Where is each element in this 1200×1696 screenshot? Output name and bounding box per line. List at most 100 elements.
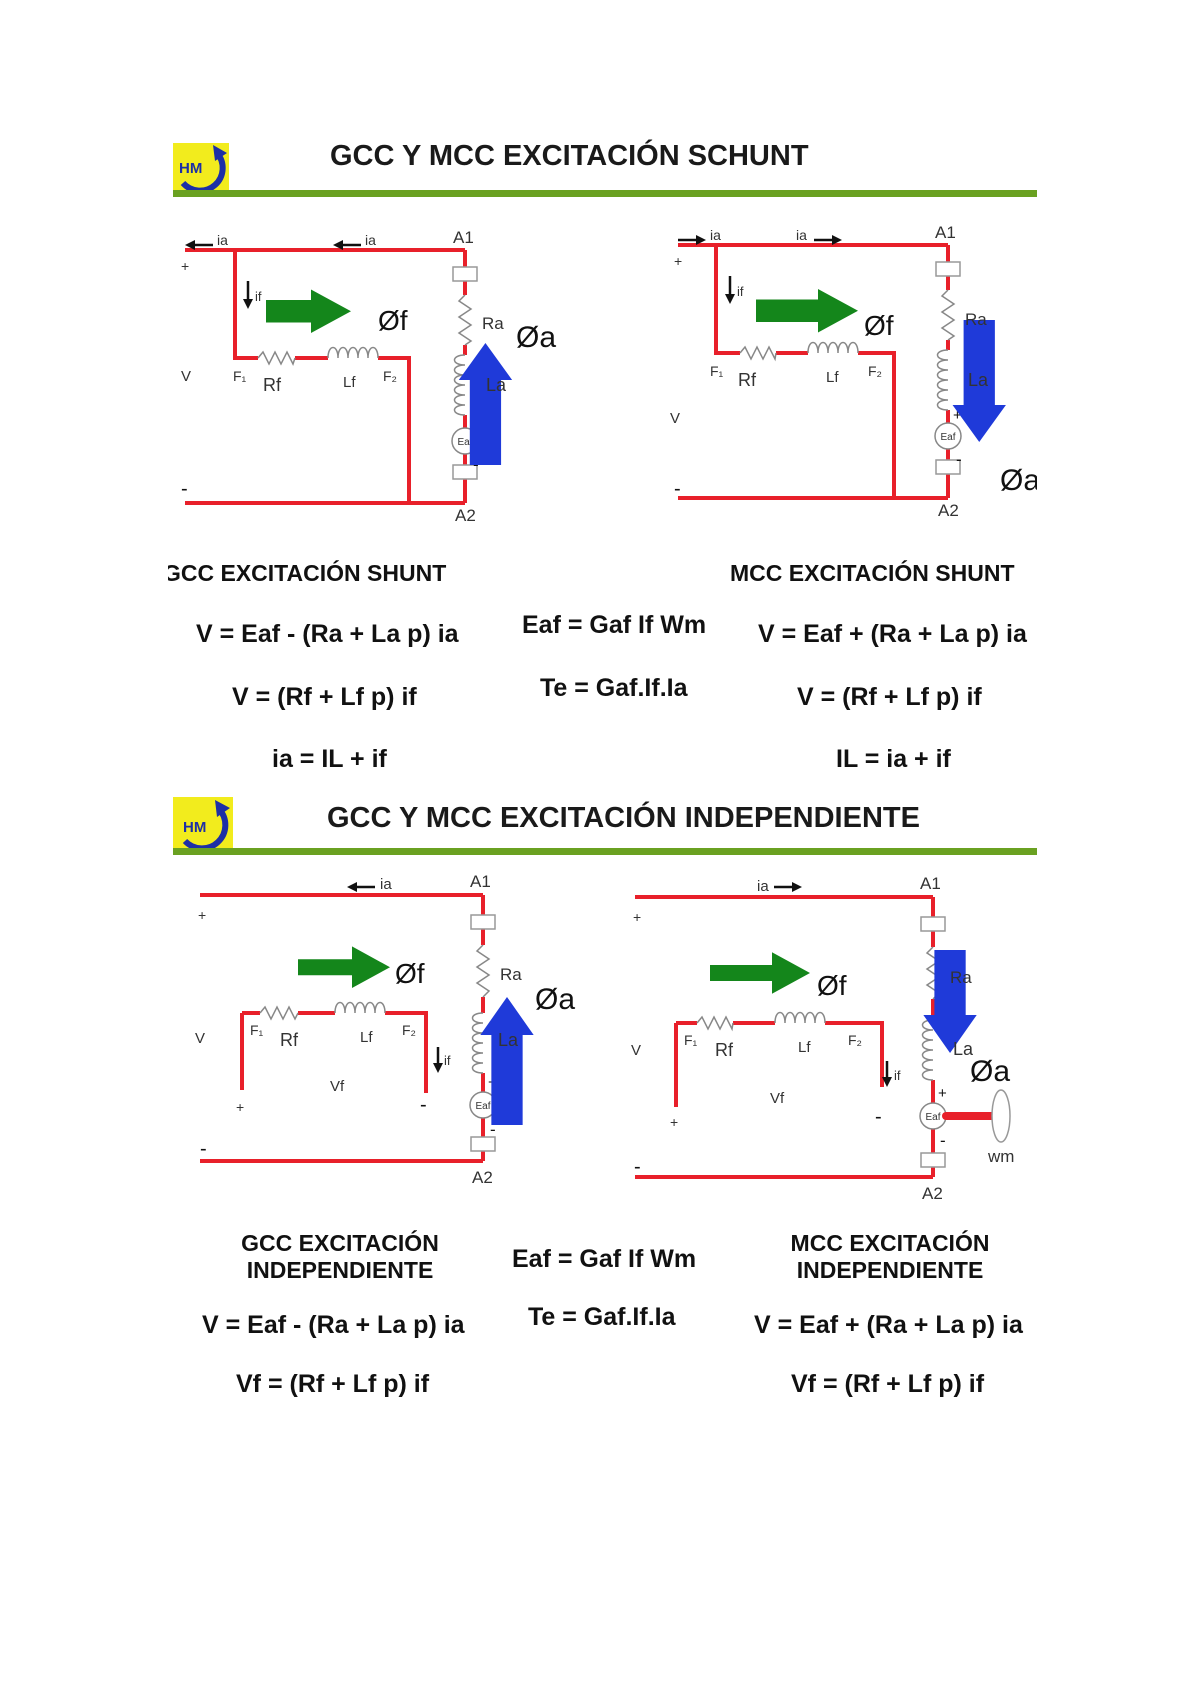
- svg-text:Øa: Øa: [970, 1055, 1010, 1088]
- circuit-gcc-indep: Eaf + - ia if Øf Øa + V - A1 A2 Ra La F₁…: [195, 872, 575, 1187]
- eq-gen-shunt-2: V = (Rf + Lf p) if: [232, 683, 417, 711]
- la-inductor: [921, 1019, 934, 1081]
- caption-gcc-indep-line2: INDEPENDIENTE: [246, 1257, 434, 1283]
- svg-text:-: -: [956, 450, 962, 469]
- brush-bottom: [920, 1152, 946, 1168]
- caption-mcc-indep-line1: MCC EXCITACIÓN: [790, 1230, 990, 1256]
- svg-text:Eaf: Eaf: [475, 1101, 490, 1112]
- svg-text:ia: ia: [710, 227, 721, 243]
- svg-text:Øa: Øa: [516, 321, 556, 354]
- svg-text:A2: A2: [472, 1168, 493, 1187]
- svg-text:F₂: F₂: [402, 1022, 416, 1038]
- circuit-mcc-indep: Eaf + - ia if Øf Øa + V - A1 A2 Ra La F₁…: [631, 874, 1014, 1203]
- eq-mid-shunt-1: Eaf = Gaf If Wm: [522, 611, 707, 639]
- brush-top: [935, 261, 961, 277]
- svg-text:-: -: [181, 478, 188, 500]
- svg-text:if: if: [894, 1068, 901, 1083]
- svg-text:Vf: Vf: [330, 1078, 345, 1095]
- eq-mid-shunt-2: Te = Gaf.If.Ia: [540, 674, 688, 702]
- hm-logo-icon: HM: [182, 800, 230, 852]
- svg-text:Lf: Lf: [826, 369, 839, 386]
- svg-text:+: +: [938, 1085, 947, 1102]
- svg-text:wm: wm: [987, 1147, 1014, 1166]
- svg-text:Lf: Lf: [343, 374, 356, 391]
- svg-text:A1: A1: [470, 872, 491, 891]
- svg-text:Øf: Øf: [395, 958, 425, 989]
- svg-text:A2: A2: [922, 1184, 943, 1203]
- eaf-source: [934, 422, 962, 450]
- svg-text:La: La: [953, 1039, 974, 1059]
- flux-field-arrow: [298, 946, 390, 988]
- svg-text:A2: A2: [938, 501, 959, 520]
- flux-field-arrow: [266, 289, 351, 333]
- eq-mot-shunt-2: V = (Rf + Lf p) if: [797, 683, 982, 711]
- svg-text:+: +: [670, 1114, 678, 1130]
- ra-resistor: [457, 294, 473, 346]
- svg-text:ia: ia: [757, 878, 769, 895]
- circuit-mcc-shunt-clip: Eaf + - ia ia if Øf Øa + V - A1 A2 Ra La…: [668, 210, 1037, 540]
- svg-text:-: -: [875, 1106, 882, 1128]
- eq-mot-indep-1: V = Eaf + (Ra + La p) ia: [754, 1311, 1023, 1339]
- svg-text:Rf: Rf: [738, 370, 757, 390]
- caption-mcc-shunt: MCC EXCITACIÓN SHUNT: [730, 560, 1015, 586]
- svg-text:A1: A1: [453, 228, 474, 247]
- svg-text:HM: HM: [179, 160, 202, 177]
- caption-clip: GCC EXCITACIÓN SHUNT: [168, 560, 508, 596]
- svg-text:+: +: [633, 909, 641, 925]
- lf-inductor: [774, 1011, 826, 1024]
- svg-text:V: V: [670, 410, 680, 427]
- svg-text:ia: ia: [217, 232, 228, 248]
- eq-clip: V = Eaf + (Ra + La p) ia: [758, 620, 1037, 656]
- svg-text:A1: A1: [935, 223, 956, 242]
- rotor-disk: [991, 1089, 1011, 1143]
- eq-gen-shunt-3: ia = IL + if: [272, 745, 387, 773]
- svg-text:Ra: Ra: [965, 310, 987, 329]
- eq-gen-indep-2: Vf = (Rf + Lf p) if: [236, 1370, 430, 1398]
- svg-text:F₂: F₂: [848, 1032, 862, 1048]
- eq-mid-indep-1: Eaf = Gaf If Wm: [512, 1245, 697, 1273]
- svg-text:F₁: F₁: [233, 368, 247, 384]
- svg-text:-: -: [420, 1094, 427, 1116]
- lf-inductor: [327, 346, 379, 359]
- svg-text:La: La: [498, 1030, 519, 1050]
- svg-text:-: -: [490, 1120, 496, 1139]
- svg-text:Øf: Øf: [864, 310, 894, 341]
- svg-text:Rf: Rf: [263, 375, 282, 395]
- svg-text:ia: ia: [380, 876, 392, 893]
- svg-text:F₁: F₁: [250, 1022, 264, 1038]
- caption-clip-right: MCC EXCITACIÓN SHUNT: [730, 560, 1037, 596]
- brush-bottom: [452, 464, 478, 480]
- svg-text:if: if: [255, 289, 262, 304]
- hm-logo-icon: HM: [179, 145, 227, 194]
- brush-top: [452, 266, 478, 282]
- section-title-shunt: GCC Y MCC EXCITACIÓN SCHUNT: [330, 140, 809, 172]
- svg-text:V: V: [195, 1030, 205, 1047]
- svg-text:La: La: [968, 370, 989, 390]
- svg-text:+: +: [198, 907, 206, 923]
- section-title-indep: GCC Y MCC EXCITACIÓN INDEPENDIENTE: [327, 802, 920, 834]
- caption-gcc-shunt: GCC EXCITACIÓN SHUNT: [168, 560, 447, 586]
- wire: [185, 248, 467, 505]
- svg-text:F₁: F₁: [710, 363, 724, 379]
- svg-text:+: +: [953, 407, 962, 424]
- eq-mid-indep-2: Te = Gaf.If.Ia: [528, 1303, 676, 1331]
- svg-text:A2: A2: [455, 506, 476, 525]
- svg-text:Ra: Ra: [950, 968, 972, 987]
- la-inductor: [471, 1012, 484, 1074]
- flux-field-arrow: [710, 952, 810, 994]
- brush-top: [470, 914, 496, 930]
- rf-resistor: [257, 350, 296, 366]
- caption-mcc-indep: MCC EXCITACIÓN INDEPENDIENTE: [750, 1230, 1030, 1284]
- svg-text:V: V: [181, 368, 191, 385]
- svg-text:-: -: [940, 1131, 946, 1150]
- ra-resistor: [940, 289, 956, 341]
- svg-text:+: +: [236, 1099, 244, 1115]
- flux-armature-arrow: [480, 997, 534, 1125]
- eq-mot-shunt-3: IL = ia + if: [836, 745, 951, 773]
- svg-text:F₂: F₂: [868, 363, 882, 379]
- title-band: [173, 190, 1037, 197]
- la-inductor: [936, 349, 949, 411]
- eq-gen-indep-1: V = Eaf - (Ra + La p) ia: [202, 1311, 465, 1339]
- la-inductor: [453, 354, 466, 416]
- title-band: [173, 848, 1037, 855]
